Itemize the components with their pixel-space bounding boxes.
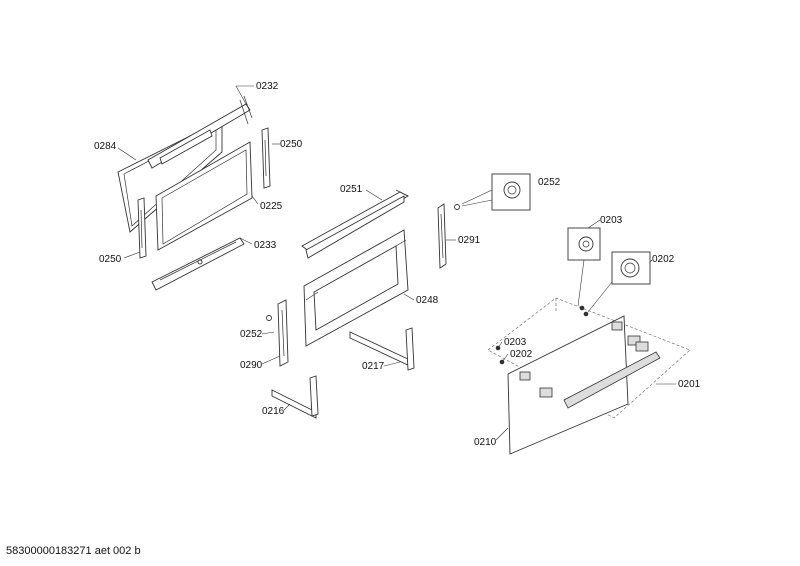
small-screw-0252-top	[454, 204, 460, 210]
label-0203-top: 0203	[600, 215, 623, 226]
label-0252-bottom: 0252	[240, 329, 263, 340]
knob-0202-box	[587, 251, 651, 313]
door-top-trim-0232	[147, 95, 253, 169]
door-side-bracket-0250-right	[261, 127, 271, 189]
small-screw-0252-bottom	[266, 315, 272, 321]
leader-lines	[117, 85, 676, 441]
label-0225: 0225	[260, 201, 283, 212]
door-bottom-trim-0233	[151, 237, 245, 291]
label-0290: 0290	[240, 360, 263, 371]
door-side-bracket-0250-left	[137, 197, 147, 259]
label-0232: 0232	[256, 81, 279, 92]
inner-glass-panel-0225	[155, 141, 253, 251]
front-panel-0210	[507, 315, 661, 455]
label-0202-bottom: 0202	[510, 349, 533, 360]
hinge-0216	[271, 375, 319, 419]
label-0250-bottom: 0250	[99, 254, 122, 265]
label-0202-top: 0202	[652, 254, 675, 265]
control-panel-outline-0201	[487, 297, 691, 419]
label-0201: 0201	[678, 379, 701, 390]
label-0203-bottom: 0203	[504, 337, 527, 348]
label-0291: 0291	[458, 235, 481, 246]
label-0233: 0233	[254, 240, 277, 251]
side-strip-0290	[277, 299, 289, 367]
oven-front-frame-0248	[303, 229, 409, 347]
hinge-0217	[349, 327, 415, 371]
frame-top-trim-0251	[301, 189, 409, 259]
label-0217: 0217	[362, 361, 385, 372]
label-0210: 0210	[474, 437, 497, 448]
label-0250-top: 0250	[280, 139, 303, 150]
label-0216: 0216	[262, 406, 285, 417]
knob-0203-box	[567, 227, 601, 307]
label-0251: 0251	[340, 184, 363, 195]
knob-0252-box	[461, 173, 531, 211]
label-0284: 0284	[94, 141, 117, 152]
document-id-footer: 58300000183271 aet 002 b	[6, 545, 141, 557]
label-0252-top: 0252	[538, 177, 561, 188]
side-strip-0291	[437, 203, 447, 269]
label-0248: 0248	[416, 295, 439, 306]
